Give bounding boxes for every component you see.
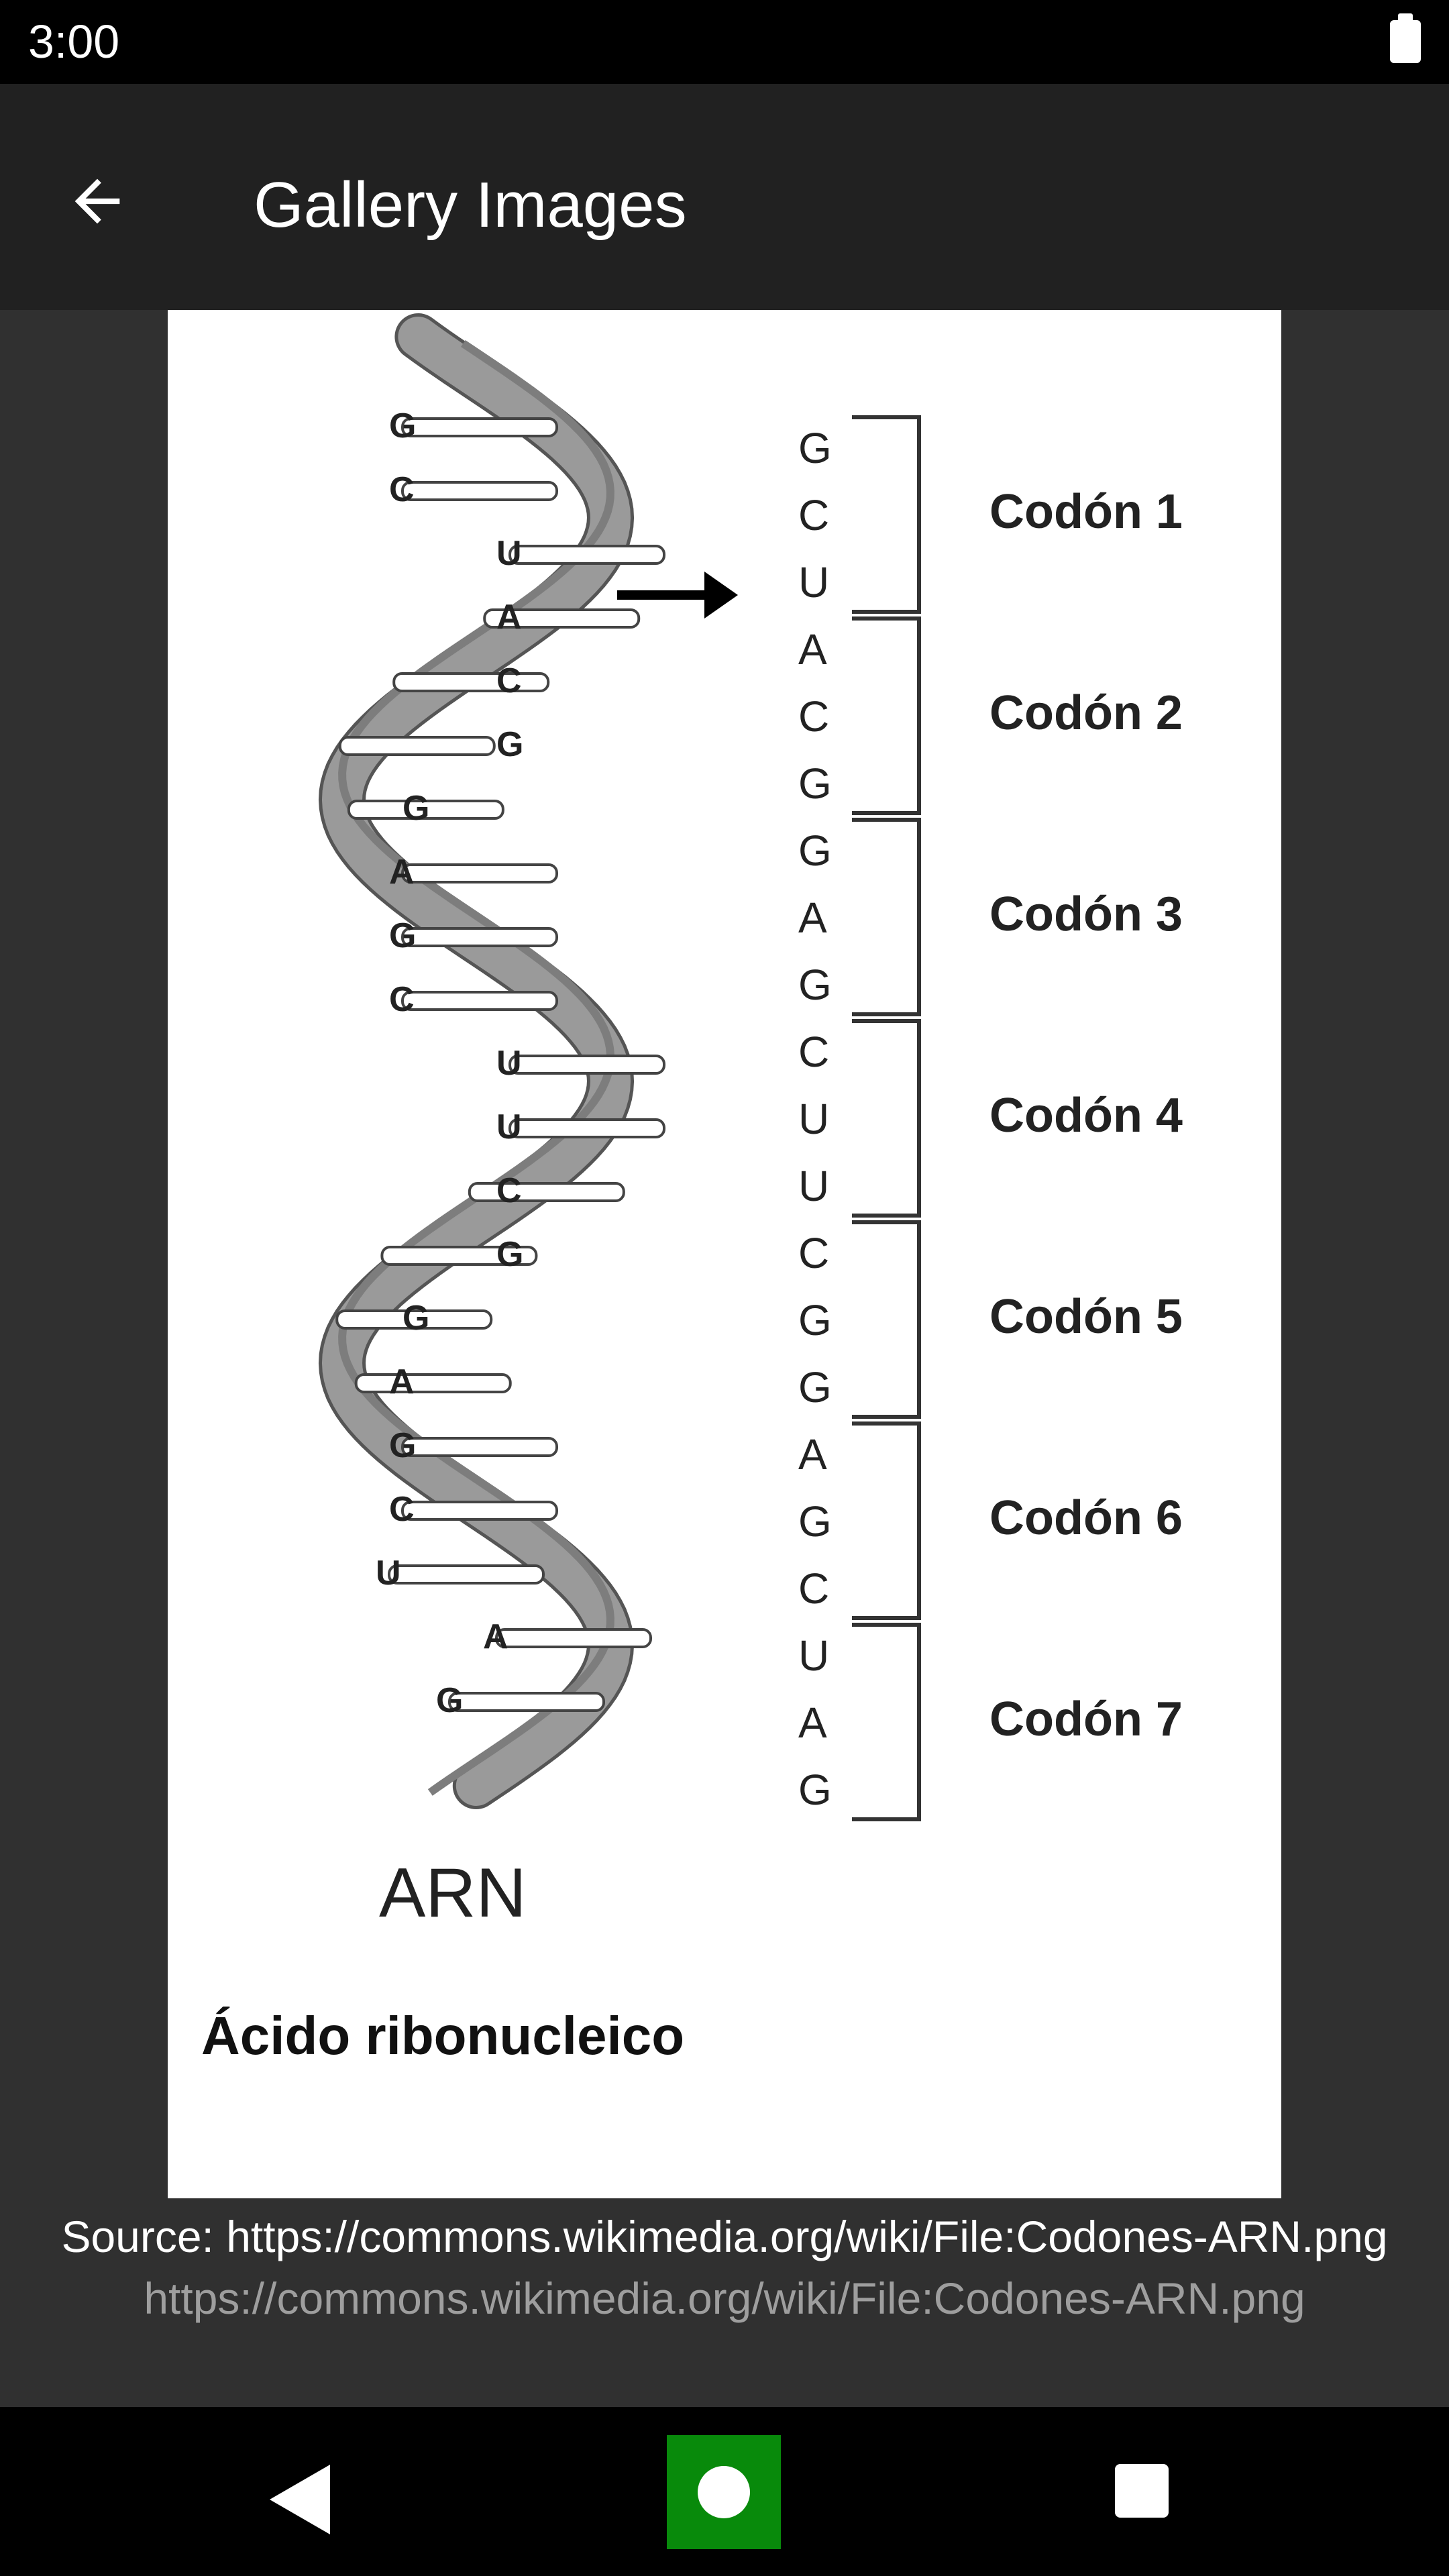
strand-base-label: G [496,725,523,764]
base-rung [347,800,504,820]
sequence-base: U [798,1162,829,1210]
codon-bracket [852,818,921,1016]
base-rung [448,1692,605,1712]
base-rung [401,991,558,1011]
strand-base-label: A [389,1362,415,1401]
codon-label: Codón 6 [989,1491,1183,1545]
footer-label: Ácido ribonucleico [201,2006,684,2065]
sequence-base: C [798,1028,829,1076]
battery-icon [1390,13,1421,63]
sequence-base: A [798,1430,827,1479]
source-text: Source: https://commons.wikimedia.org/wi… [61,2212,1388,2261]
sequence-base: C [798,692,829,741]
codon-label: Codón 7 [989,1693,1183,1746]
strand-base-label: C [389,1490,415,1529]
codon-label: Codón 2 [989,686,1183,740]
base-rung [508,1055,665,1075]
status-time: 3:00 [28,15,120,68]
codon-label: Codón 5 [989,1290,1183,1344]
codon-label: Codón 1 [989,485,1183,539]
strand-base-label: U [496,1044,522,1083]
codon-bracket [852,1019,921,1218]
base-rung [401,863,558,883]
base-rung [338,736,496,756]
codon-bracket [852,415,921,614]
source-link[interactable]: https://commons.wikimedia.org/wiki/File:… [144,2273,1305,2323]
strand-base-label: C [496,1171,522,1210]
nav-back-icon[interactable] [263,2459,343,2540]
sequence-base: G [798,1497,832,1546]
nav-home-icon[interactable] [667,2435,781,2549]
base-rung [335,1309,493,1330]
strand-base-label: G [389,407,416,445]
base-rung [401,417,558,437]
codon-bracket [852,1623,921,1821]
sequence-base: U [798,1095,829,1143]
sequence-base: G [798,961,832,1009]
sequence-base: A [798,894,827,942]
sequence-base: U [798,1631,829,1680]
base-rung [401,1501,558,1521]
status-bar: 3:00 [0,0,1449,84]
app-bar: Gallery Images [0,84,1449,310]
sequence-base: G [798,424,832,472]
arn-codon-diagram: GCUACGGAGCUUCGGAGCUAGGCUACGGAGCUUCGGAGCU… [201,313,1183,2065]
strand-label: ARN [379,1854,527,1932]
base-rung [380,1246,538,1266]
sequence-base: U [798,558,829,606]
strand-base-label: G [389,916,416,955]
sequence-base: A [798,625,827,674]
back-button[interactable] [54,158,141,245]
strand-base-label: U [376,1554,401,1593]
base-rung [495,1628,652,1648]
base-rung [483,608,641,629]
base-rung [508,545,665,565]
base-rung [354,1373,512,1393]
base-rung [392,672,550,692]
page-title: Gallery Images [254,169,687,241]
sequence-base: G [798,1363,832,1411]
strand-base-label: G [389,1426,416,1465]
strand-base-label: A [389,853,415,892]
sequence-base: G [798,759,832,808]
strand-base-label: C [496,661,522,700]
base-rung [401,927,558,947]
sequence-base: G [798,1766,832,1814]
strand-base-label: C [389,980,415,1019]
strand-base-label: A [483,1617,508,1656]
image-caption: Source: https://commons.wikimedia.org/wi… [0,2207,1449,2328]
sequence-base: G [798,1296,832,1344]
sequence-base: C [798,491,829,539]
strand-base-label: U [496,534,522,573]
arrow-icon [704,572,738,619]
strand-base-label: G [436,1681,463,1720]
nav-recents-icon[interactable] [1115,2464,1169,2518]
sequence-base: C [798,1564,829,1613]
codon-bracket [852,616,921,815]
codon-label: Codón 3 [989,888,1183,941]
arrow-back-icon [74,178,120,224]
base-rung [468,1182,625,1202]
sequence-base: A [798,1699,827,1747]
base-rung [388,1564,545,1585]
strand-base-label: C [389,470,415,509]
sequence-base: G [798,826,832,875]
codon-label: Codón 4 [989,1089,1183,1142]
codon-bracket [852,1421,921,1620]
strand-base-label: A [496,598,522,637]
sequence-base: C [798,1229,829,1277]
strand-base-label: G [496,1235,523,1274]
strand-base-label: U [496,1108,522,1146]
navigation-bar [0,2407,1449,2576]
strand-base-label: G [402,1299,429,1338]
strand-base-label: G [402,789,429,828]
base-rung [401,481,558,501]
codon-bracket [852,1220,921,1419]
base-rung [401,1437,558,1457]
base-rung [508,1118,665,1138]
